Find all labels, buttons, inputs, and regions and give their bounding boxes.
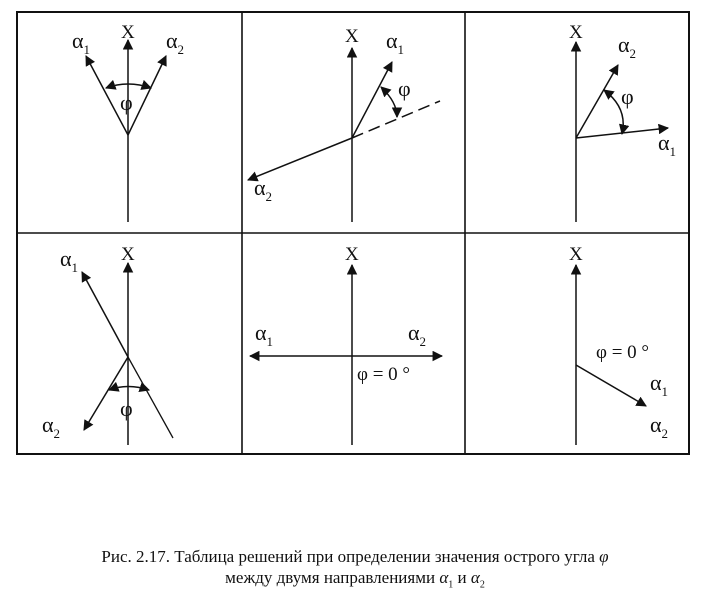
alpha1-arrow — [351, 61, 393, 139]
phi-zero-label: φ = 0 ° — [596, 342, 649, 363]
phi-arc — [380, 86, 403, 119]
cell-4-opposite-angle — [81, 261, 174, 445]
cell-6-parallel — [570, 263, 647, 445]
alpha2-label: α2 — [408, 320, 426, 349]
alpha1-alpha2-arrow — [575, 364, 647, 407]
alpha1-label: α1 — [255, 320, 273, 349]
x-axis-label: X — [345, 244, 359, 265]
alpha2-label: α2 — [254, 175, 272, 204]
alpha2-arrow — [247, 137, 353, 182]
alpha2-extension — [351, 100, 441, 139]
phi-arc — [108, 381, 150, 392]
alpha1-label: α1 — [386, 28, 404, 57]
alpha1-arrow — [85, 55, 129, 136]
phi-arc — [105, 79, 152, 90]
alpha2-label: α2 — [42, 412, 60, 441]
phi-arc — [603, 89, 630, 136]
alpha2-label: α2 — [650, 412, 668, 441]
alpha2-arrow — [83, 356, 129, 431]
alpha1-extension — [127, 356, 174, 439]
cell-3-right-angle — [570, 40, 670, 222]
phi-zero-label: φ = 0 ° — [357, 364, 410, 385]
x-axis-label: X — [121, 244, 135, 265]
figure-caption-line-2: между двумя направлениями α1 и α2 — [225, 568, 485, 591]
alpha2-arrow — [127, 55, 167, 136]
alpha1-label: α1 — [658, 130, 676, 159]
cell-1-symmetric-angle — [85, 38, 167, 222]
alpha1-label: α1 — [72, 28, 90, 57]
phi-label: φ — [120, 396, 133, 421]
phi-label: φ — [621, 84, 634, 109]
x-axis-label: X — [569, 244, 583, 265]
phi-label: φ — [398, 76, 411, 101]
cell-2-oblique-angle — [247, 46, 441, 222]
table-grid — [16, 11, 690, 455]
x-axis-label: X — [345, 26, 359, 47]
x-axis-label: X — [569, 22, 583, 43]
alpha2-label: α2 — [166, 28, 184, 57]
phi-label: φ — [120, 90, 133, 115]
cell-5-antiparallel — [248, 263, 444, 445]
alpha2-label: α2 — [618, 32, 636, 61]
x-axis-label: X — [121, 22, 135, 43]
alpha1-label: α1 — [60, 246, 78, 275]
alpha1-arrow — [81, 271, 129, 358]
alpha1-label: α1 — [650, 370, 668, 399]
figure-caption-line-1: Рис. 2.17. Таблица решений при определен… — [101, 547, 609, 566]
alpha2-arrow — [575, 64, 619, 139]
